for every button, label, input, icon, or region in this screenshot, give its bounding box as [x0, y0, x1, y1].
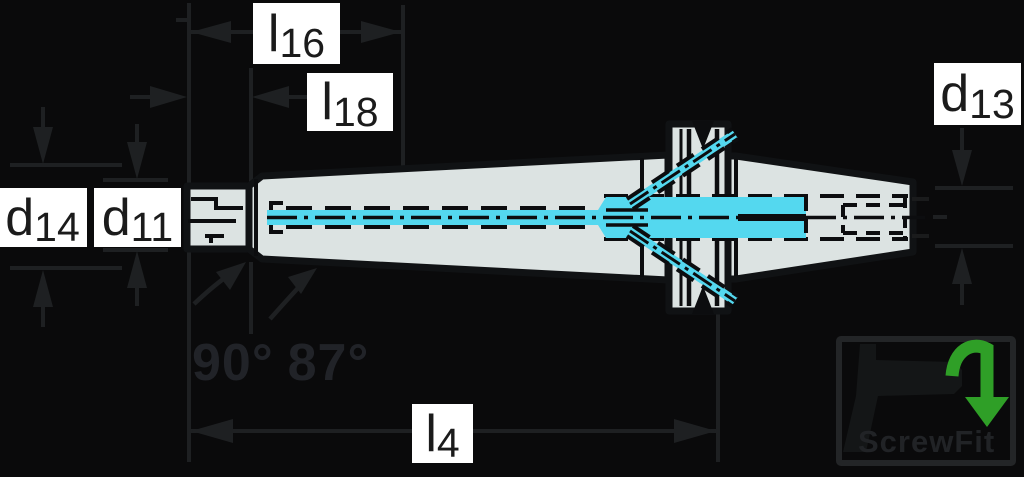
dim-label-l4-sub: 4: [436, 419, 460, 466]
dim-label-l18-main: l: [321, 73, 333, 131]
face-angle-value: 90°: [192, 334, 274, 392]
dim-label-d13-main: d: [940, 65, 970, 123]
dim-label-l4-main: l: [425, 404, 437, 463]
screwfit-logo: [836, 336, 1016, 466]
internal-details: [188, 179, 929, 256]
angle-annotation: 90°87°: [192, 337, 383, 389]
dim-label-l16-sub: 16: [279, 19, 326, 66]
dimension-arrowheads: [33, 21, 972, 443]
dim-label-d11-main: d: [101, 188, 131, 247]
rotate-down-arrow-head: [965, 397, 1009, 427]
dim-label-d14-sub: 14: [34, 203, 80, 250]
logo-border: [836, 336, 1016, 466]
dim-label-d14-main: d: [5, 188, 35, 247]
tool-silhouette: [843, 344, 962, 452]
dim-label-d13-sub: 13: [969, 80, 1015, 127]
screwfit-nose: [183, 182, 253, 253]
dim-label-d11-sub: 11: [130, 203, 174, 250]
rotate-down-arrow-icon: [945, 339, 994, 398]
dim-label-l18-sub: 18: [332, 88, 379, 135]
screwfit-wordmark: ScrewFit: [858, 424, 996, 459]
v-groove-bottom: [692, 286, 714, 314]
channel-outlines: [267, 127, 925, 308]
dim-label-l16-main: l: [267, 4, 280, 63]
v-groove-top: [692, 121, 714, 149]
taper-angle-value: 87°: [287, 334, 370, 392]
